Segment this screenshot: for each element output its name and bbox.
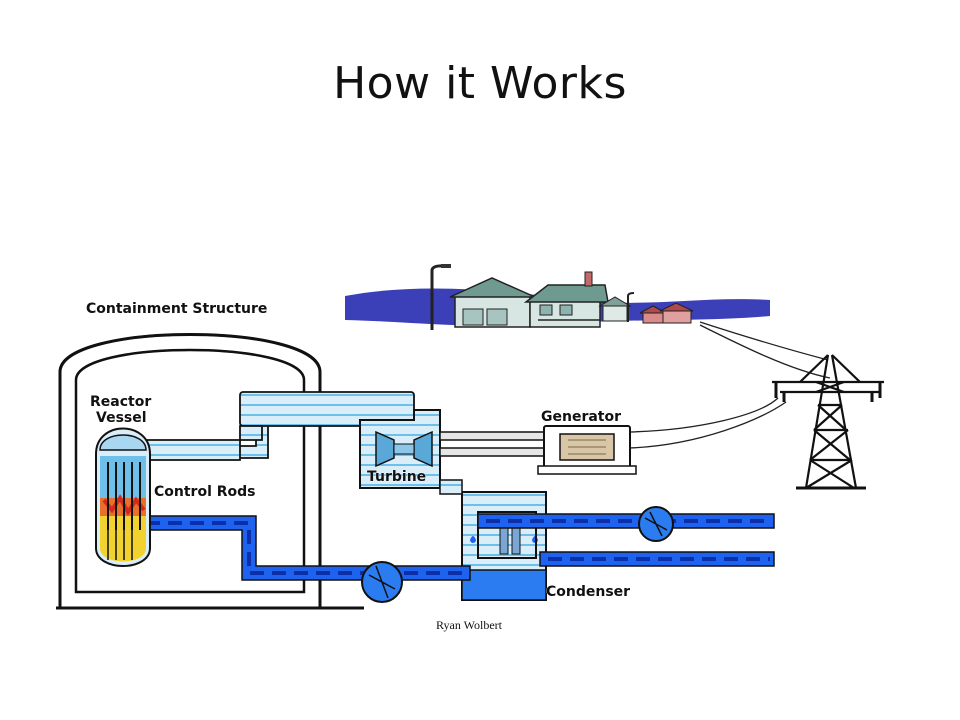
- cooling-pump-icon: [638, 506, 674, 542]
- label-turbine: Turbine: [367, 469, 426, 485]
- label-control-rods: Control Rods: [154, 484, 256, 500]
- generator: [537, 425, 637, 475]
- control-rods-icon: [107, 462, 141, 560]
- red-house-icon: [639, 302, 694, 324]
- label-generator: Generator: [541, 409, 621, 425]
- image-credit: Ryan Wolbert: [436, 618, 502, 632]
- cooling-water-pipes: [477, 506, 775, 567]
- turbine: [359, 409, 441, 489]
- turbine-blades-icon: [375, 430, 433, 468]
- small-house-icon: [598, 296, 632, 322]
- street-lamp-right: [627, 292, 635, 322]
- reactor-vessel: [95, 427, 151, 567]
- power-lines: [629, 321, 831, 449]
- label-containment-structure: Containment Structure: [86, 301, 267, 317]
- label-condenser: Condenser: [546, 584, 630, 600]
- slide-title: How it Works: [333, 58, 627, 109]
- house-icon: [449, 271, 609, 328]
- feedwater-pipe: [139, 515, 471, 603]
- feedwater-pump-icon: [361, 561, 403, 603]
- label-reactor: Reactor: [90, 394, 151, 410]
- turbine-shaft: [439, 431, 551, 457]
- label-vessel: Vessel: [96, 410, 147, 426]
- landscape: [345, 264, 770, 330]
- condenser: [439, 479, 547, 601]
- transmission-tower-icon: [772, 354, 884, 490]
